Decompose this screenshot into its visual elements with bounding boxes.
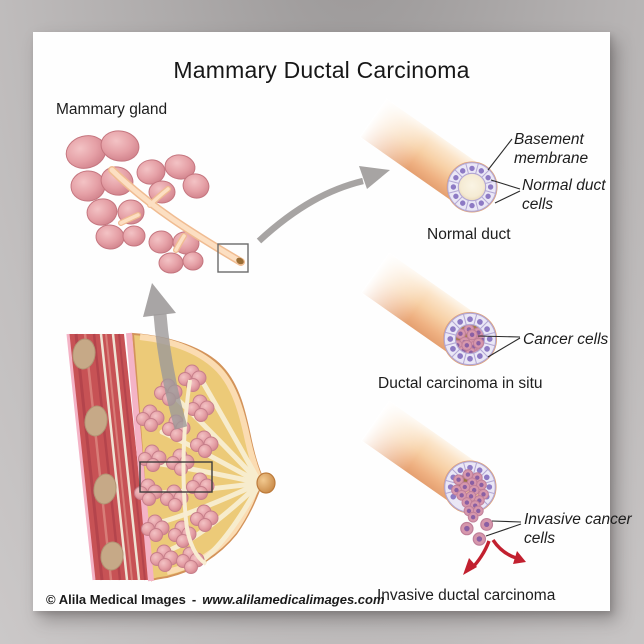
copyright-text: © Alila Medical Images [46, 592, 186, 607]
caption-normal-duct: Normal duct [427, 226, 511, 243]
duct-opening [236, 257, 244, 265]
annotation-invasive-cancer-cells: Invasive cancer cells [524, 511, 632, 548]
zoom-arrow [256, 166, 390, 244]
annotation-basement-membrane: Basement membrane [514, 131, 589, 168]
annotation-cancer-cells: Cancer cells [523, 331, 609, 348]
leader-lines-normal [487, 138, 521, 204]
invasive-spread-arrows [463, 539, 526, 575]
copyright-separator: - [191, 592, 197, 607]
breast-highlight-box [139, 461, 213, 493]
invasive-duct-figure [360, 399, 526, 575]
normal-duct-figure [359, 97, 521, 213]
nipple [256, 472, 276, 494]
figure-label-mammary-gland: Mammary gland [56, 101, 168, 118]
caption-invasive-ductal-carcinoma: Invasive ductal carcinoma [377, 587, 556, 604]
gland-duct [108, 166, 245, 266]
website-url: www.alilamedicalimages.com [202, 592, 385, 607]
leader-lines-invasive [485, 520, 522, 537]
caption-ductal-carcinoma-in-situ: Ductal carcinoma in situ [378, 375, 543, 392]
zoom-source-box [217, 243, 249, 273]
annotation-normal-duct-cells: Normal duct cells [522, 177, 606, 214]
copyright-line: © Alila Medical Images-www.alilamedicali… [46, 592, 385, 608]
mammary-gland-figure [65, 130, 390, 274]
page-title: Mammary Ductal Carcinoma [173, 57, 470, 83]
dcis-duct-figure [360, 251, 521, 367]
leader-lines-dcis [477, 335, 521, 358]
ribs [72, 338, 124, 571]
breast-cross-section-figure [66, 283, 276, 582]
breast-zoom-arrow [143, 283, 188, 430]
